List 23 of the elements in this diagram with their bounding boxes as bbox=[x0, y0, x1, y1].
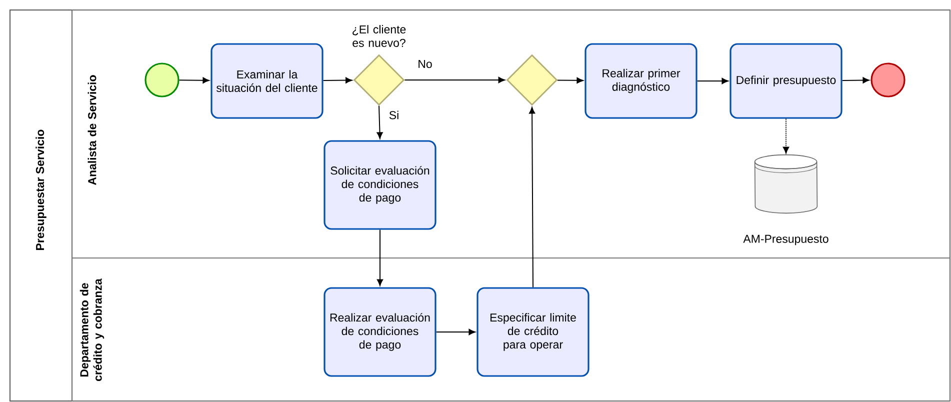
arrow bbox=[842, 77, 870, 84]
task-box: Definir presupuesto bbox=[730, 43, 842, 119]
arrow bbox=[436, 328, 476, 336]
gateway-label: ¿El cliente es nuevo? bbox=[352, 25, 406, 47]
start-event bbox=[144, 62, 180, 98]
end-event bbox=[870, 62, 906, 98]
task-box: Solicitar evaluación de condiciones de pago bbox=[324, 140, 436, 230]
task-box: Realizar evaluación de condiciones de pago bbox=[324, 287, 436, 377]
arrow bbox=[322, 77, 352, 84]
task-box: Especificar limite de crédito para operar bbox=[476, 287, 590, 377]
arrow bbox=[376, 105, 383, 139]
arrow bbox=[376, 229, 384, 286]
arrow bbox=[556, 77, 584, 84]
task-box: Realizar primer diagnóstico bbox=[584, 43, 698, 119]
arrow bbox=[782, 118, 790, 154]
arrow bbox=[404, 76, 506, 84]
data-store-cylinder bbox=[754, 154, 818, 214]
arrow bbox=[178, 77, 210, 84]
arrow bbox=[529, 106, 536, 288]
data-store-label: AM-Presupuesto bbox=[743, 234, 828, 246]
arrow bbox=[696, 78, 728, 84]
edge-label: No bbox=[416, 59, 434, 70]
task-box: Examinar la situación del cliente bbox=[210, 43, 324, 119]
